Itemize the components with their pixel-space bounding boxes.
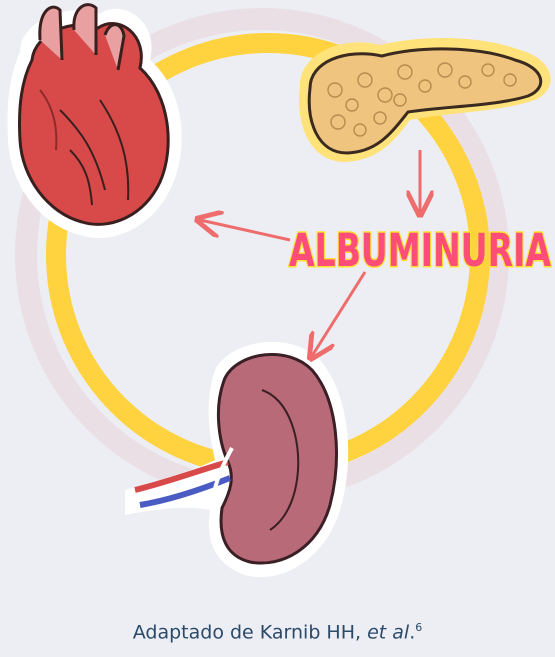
caption-italic: et al bbox=[367, 621, 409, 643]
albuminuria-label: ALBUMINURIA bbox=[289, 224, 551, 277]
pancreas-icon bbox=[299, 38, 551, 162]
caption-prefix: Adaptado de Karnib HH, bbox=[133, 621, 367, 643]
arrow-to-heart bbox=[200, 220, 290, 240]
arrow-to-kidney bbox=[312, 272, 365, 356]
caption-reference: 6 bbox=[415, 621, 422, 634]
source-caption: Adaptado de Karnib HH, et al.6 bbox=[0, 621, 555, 643]
